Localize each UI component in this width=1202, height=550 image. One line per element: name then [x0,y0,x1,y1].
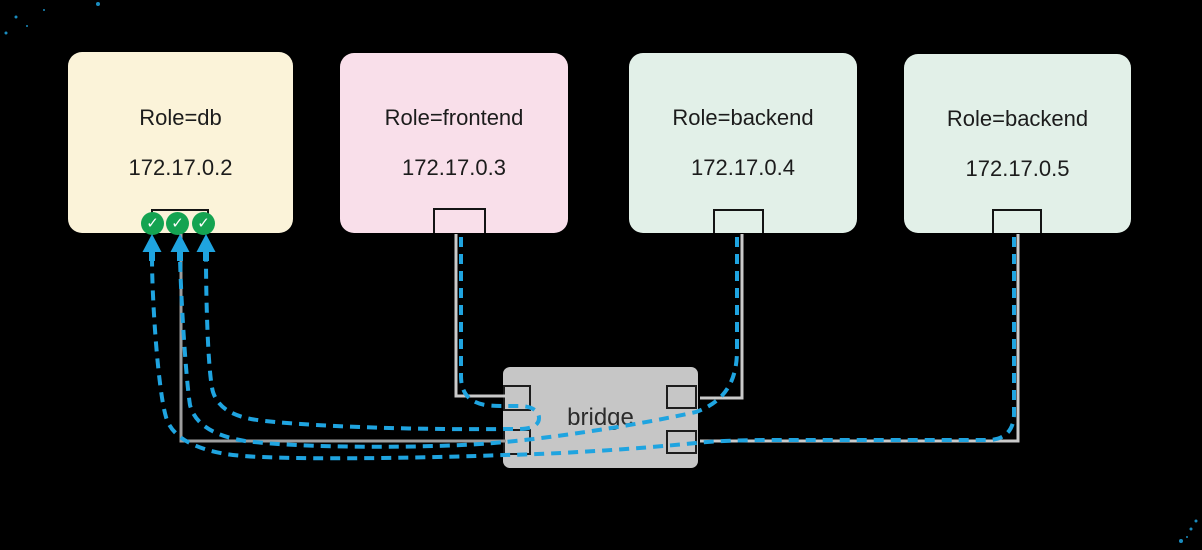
container-ip-address: 172.17.0.5 [965,155,1070,181]
link-frontend-to-bridge [454,234,506,398]
arrow-up-icon [196,234,216,261]
container-role-label: Role=frontend [384,105,524,130]
bridge-label: bridge [567,403,634,431]
container-role-label: Role=backend [946,105,1089,131]
check-icon: ✓ [192,212,215,235]
container-ip-address: 172.17.0.2 [128,154,233,180]
bridge-network-node: bridge [503,367,698,468]
container-ip-address: 172.17.0.3 [402,155,506,180]
container-node-frontend: Role=frontend 172.17.0.3 [340,53,568,233]
arrow-up-icon [170,234,190,261]
container-role-label: Role=backend [672,105,814,130]
bridge-port-left-top [503,385,531,411]
container-node-db: Role=db 172.17.0.2 [68,52,293,233]
container-node-backend-4: Role=backend 172.17.0.4 [629,53,857,233]
bridge-port-left-bottom [503,429,531,455]
container-port [433,208,486,233]
container-ip-address: 172.17.0.4 [691,155,795,180]
arrow-up-icon [142,234,162,261]
check-icon: ✓ [166,212,189,235]
check-icon: ✓ [141,212,164,235]
container-port [992,209,1042,233]
link-backend5-to-bridge [700,234,1020,443]
container-port [713,209,764,233]
container-node-backend-5: Role=backend 172.17.0.5 [904,54,1131,233]
link-backend4-to-bridge [700,234,744,400]
bridge-port-right-top [666,385,697,409]
link-db-to-bridge [179,234,506,443]
flow-frontend-to-db [204,237,542,432]
bridge-port-right-bottom [666,430,697,454]
container-role-label: Role=db [139,104,222,130]
